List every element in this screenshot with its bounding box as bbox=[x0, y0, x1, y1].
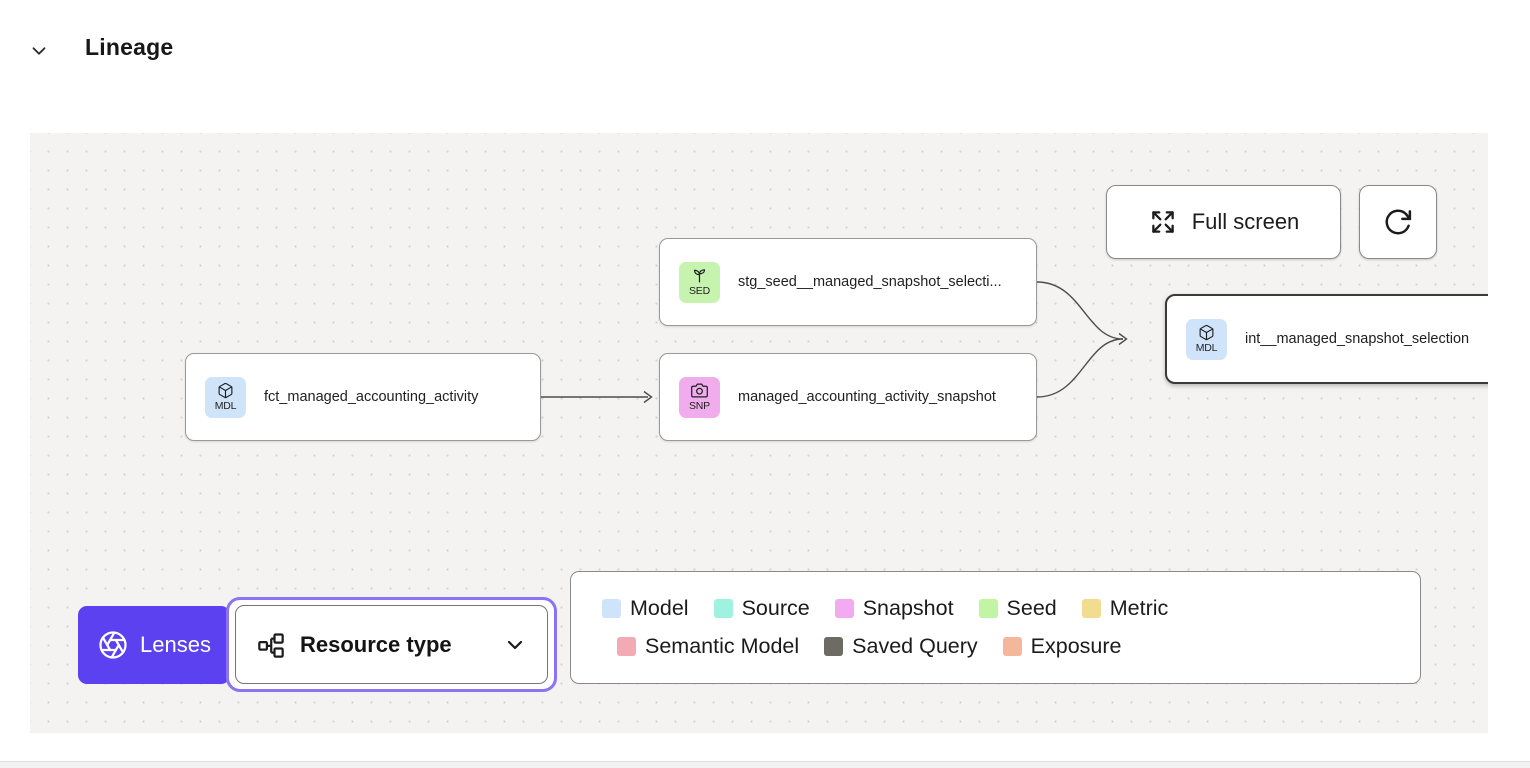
section-divider bbox=[0, 761, 1530, 768]
resource-badge-seed: SED bbox=[679, 262, 720, 303]
legend-label: Metric bbox=[1110, 596, 1169, 621]
badge-label: SNP bbox=[689, 400, 710, 412]
sprout-icon bbox=[691, 267, 708, 284]
camera-icon bbox=[691, 382, 708, 399]
legend-swatch bbox=[602, 599, 621, 618]
legend-label: Snapshot bbox=[863, 596, 954, 621]
legend-item: Metric bbox=[1082, 596, 1169, 621]
legend-label: Saved Query bbox=[852, 634, 977, 659]
page-title: Lineage bbox=[85, 34, 173, 61]
hierarchy-icon bbox=[257, 631, 285, 659]
legend-swatch bbox=[1082, 599, 1101, 618]
legend-swatch bbox=[835, 599, 854, 618]
collapse-section-button[interactable] bbox=[26, 38, 52, 64]
legend-swatch bbox=[1003, 637, 1022, 656]
refresh-icon bbox=[1383, 207, 1413, 237]
legend-swatch bbox=[824, 637, 843, 656]
legend-label: Source bbox=[742, 596, 810, 621]
legend-swatch bbox=[979, 599, 998, 618]
lineage-node-fct[interactable]: MDL fct_managed_accounting_activity bbox=[185, 353, 541, 441]
aperture-icon bbox=[98, 630, 128, 660]
legend-row: Semantic Model Saved Query Exposure bbox=[602, 634, 1410, 659]
lineage-canvas[interactable]: Full screen SED stg_seed__managed_snapsh… bbox=[30, 133, 1488, 733]
cube-icon bbox=[217, 382, 234, 399]
badge-label: SED bbox=[689, 285, 710, 297]
lenses-label: Lenses bbox=[140, 632, 211, 658]
resource-badge-model: MDL bbox=[205, 377, 246, 418]
resource-type-dropdown[interactable]: Resource type bbox=[235, 605, 548, 684]
legend-swatch bbox=[714, 599, 733, 618]
badge-label: MDL bbox=[1196, 342, 1218, 354]
lineage-node-snapshot[interactable]: SNP managed_accounting_activity_snapshot bbox=[659, 353, 1037, 441]
node-label: int__managed_snapshot_selection bbox=[1245, 331, 1469, 347]
legend-label: Seed bbox=[1007, 596, 1057, 621]
resource-type-legend: Model Source Snapshot Seed Metric S bbox=[570, 571, 1421, 684]
legend-item: Model bbox=[602, 596, 689, 621]
badge-label: MDL bbox=[215, 400, 237, 412]
legend-item: Seed bbox=[979, 596, 1057, 621]
node-label: managed_accounting_activity_snapshot bbox=[738, 389, 996, 405]
lenses-button[interactable]: Lenses bbox=[78, 606, 230, 684]
resource-badge-snapshot: SNP bbox=[679, 377, 720, 418]
legend-row: Model Source Snapshot Seed Metric bbox=[602, 596, 1410, 621]
resource-badge-model: MDL bbox=[1186, 319, 1227, 360]
chevron-down-icon bbox=[28, 40, 50, 62]
refresh-button[interactable] bbox=[1359, 185, 1437, 259]
legend-item: Exposure bbox=[1003, 634, 1122, 659]
edge-stg-to-int bbox=[1037, 282, 1123, 339]
lineage-node-int-selected[interactable]: MDL int__managed_snapshot_selection bbox=[1165, 294, 1488, 384]
full-screen-button[interactable]: Full screen bbox=[1106, 185, 1341, 259]
full-screen-label: Full screen bbox=[1192, 209, 1300, 235]
chevron-down-icon bbox=[503, 633, 527, 657]
expand-arrows-icon bbox=[1148, 207, 1178, 237]
legend-item: Snapshot bbox=[835, 596, 954, 621]
edge-snp-to-int bbox=[1037, 339, 1123, 397]
node-label: stg_seed__managed_snapshot_selecti... bbox=[738, 274, 1002, 290]
resource-type-label: Resource type bbox=[300, 632, 488, 658]
legend-swatch bbox=[617, 637, 636, 656]
legend-label: Model bbox=[630, 596, 689, 621]
lineage-node-stg-seed[interactable]: SED stg_seed__managed_snapshot_selecti..… bbox=[659, 238, 1037, 326]
resource-type-focus-ring: Resource type bbox=[226, 597, 557, 692]
legend-item: Source bbox=[714, 596, 810, 621]
lineage-section-header: Lineage bbox=[0, 0, 1530, 100]
node-label: fct_managed_accounting_activity bbox=[264, 389, 478, 405]
cube-icon bbox=[1198, 324, 1215, 341]
legend-label: Exposure bbox=[1031, 634, 1122, 659]
legend-item: Saved Query bbox=[824, 634, 977, 659]
legend-label: Semantic Model bbox=[645, 634, 799, 659]
legend-item: Semantic Model bbox=[617, 634, 799, 659]
